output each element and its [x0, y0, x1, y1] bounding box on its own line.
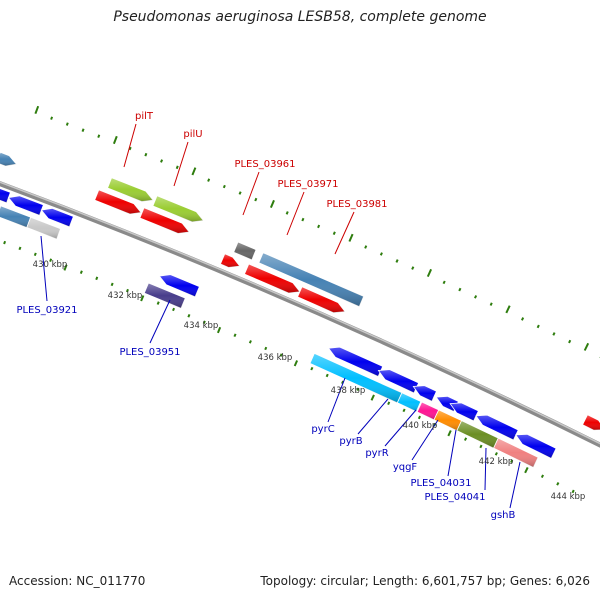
gene-PLES_03961-cog — [233, 241, 257, 261]
leader-reverse_genes.7.name — [484, 447, 487, 491]
leader-reverse_genes.2.name — [327, 377, 346, 423]
gene-label-forward_genes.2.name: PLES_03961 — [234, 159, 295, 170]
scale-label: 438 kbp — [331, 386, 366, 396]
leader-forward_genes.4.name — [334, 211, 355, 255]
leader-reverse_genes.5.name — [411, 419, 439, 461]
gene-features — [0, 151, 600, 468]
gene-label-reverse_genes.8.name: gshB — [491, 510, 516, 521]
gene-pyrC-strand — [327, 346, 384, 377]
gene-label-reverse_genes.7.name: PLES_04041 — [424, 492, 485, 503]
gene-label-forward_genes.1.name: pilU — [183, 129, 202, 140]
gene-label-reverse_genes.3.name: pyrB — [339, 436, 362, 447]
gene-label-reverse_genes.4.name: pyrR — [365, 448, 388, 459]
gene-PLES_04031-strand — [449, 402, 479, 422]
inner-tick-marks — [3, 240, 575, 494]
gene-label-reverse_genes.2.name: pyrC — [311, 424, 334, 435]
scale-label: 432 kbp — [108, 291, 143, 301]
gene-label-forward_genes.0.name: pilT — [135, 111, 154, 122]
accession-text: Accession: NC_011770 — [9, 574, 146, 588]
gene-PLES_03951-cog — [143, 282, 186, 309]
leader-reverse_genes.0.name — [40, 235, 48, 302]
gene-partial-cog — [0, 151, 18, 167]
genome-backbone — [0, 181, 600, 448]
leader-reverse_genes.8.name — [509, 461, 521, 509]
gene-pilT-cog — [107, 177, 154, 202]
gene-PLES_04041-strand — [475, 414, 519, 441]
gene-label-reverse_genes.1.name: PLES_03951 — [119, 347, 180, 358]
gene-label-reverse_genes.6.name: PLES_04031 — [410, 478, 471, 489]
gene-pyrR-strand — [412, 385, 438, 402]
gene-PLES_03981-strand — [297, 286, 346, 314]
leader-reverse_genes.3.name — [357, 398, 389, 435]
scale-label: 440 kbp — [403, 421, 438, 431]
gene-gshB-strand — [515, 433, 557, 459]
gene-PLES_03921-strand — [40, 207, 74, 228]
gene-pyrB-strand — [377, 369, 420, 394]
scale-label: 442 kbp — [479, 457, 514, 467]
leader-reverse_genes.4.name — [384, 409, 417, 447]
gene-label-reverse_genes.5.name: yqgF — [393, 462, 418, 473]
scale-label: 444 kbp — [551, 492, 586, 502]
scale-label: 436 kbp — [258, 353, 293, 363]
gene-partial-strand-b — [7, 195, 44, 216]
leader-forward_genes.3.name — [286, 191, 305, 236]
gene-labels: pilT pilU PLES_03961PLES_03971PLES_03981PL… — [16, 111, 521, 521]
gene-label-forward_genes.3.name: PLES_03971 — [277, 179, 338, 190]
gene-pilU-strand — [139, 207, 190, 234]
gene-partial-strand-a — [0, 188, 11, 204]
leader-forward_genes.1.name — [173, 141, 189, 187]
scale-label: 430 kbp — [33, 260, 68, 270]
gene-PLES_03971-strand — [243, 263, 301, 294]
scale-labels: 430 kbp 432 kbp 434 kbp 436 kbp 438 kbp 440 k… — [33, 260, 586, 502]
leader-forward_genes.2.name — [242, 171, 260, 216]
outer-tick-marks — [34, 105, 600, 359]
scale-label: 434 kbp — [184, 321, 219, 331]
gene-PLES_03971-cog — [258, 252, 365, 308]
map-title: Pseudomonas aeruginosa LESB58, complete … — [113, 9, 487, 25]
genome-backbone-highlight — [0, 181, 600, 445]
gene-label-forward_genes.4.name: PLES_03981 — [326, 199, 387, 210]
genome-summary-text: Topology: circular; Length: 6,601,757 bp… — [260, 574, 590, 588]
gene-PLES_03961-strand — [219, 253, 241, 268]
gene-pyrB-cog — [396, 392, 422, 413]
gene-pilT-strand — [94, 189, 142, 215]
gene-partial-cog-b — [26, 216, 62, 240]
leader-reverse_genes.6.name — [447, 429, 457, 477]
gene-next-strand — [582, 414, 600, 431]
leader-reverse_genes.1.name — [149, 299, 171, 344]
gene-PLES_03951-strand — [158, 274, 200, 298]
leader-forward_genes.0.name — [123, 123, 137, 168]
gene-label-reverse_genes.0.name: PLES_03921 — [16, 305, 77, 316]
gene-gshB-cog — [493, 437, 539, 468]
gene-pilU-cog — [152, 195, 204, 223]
